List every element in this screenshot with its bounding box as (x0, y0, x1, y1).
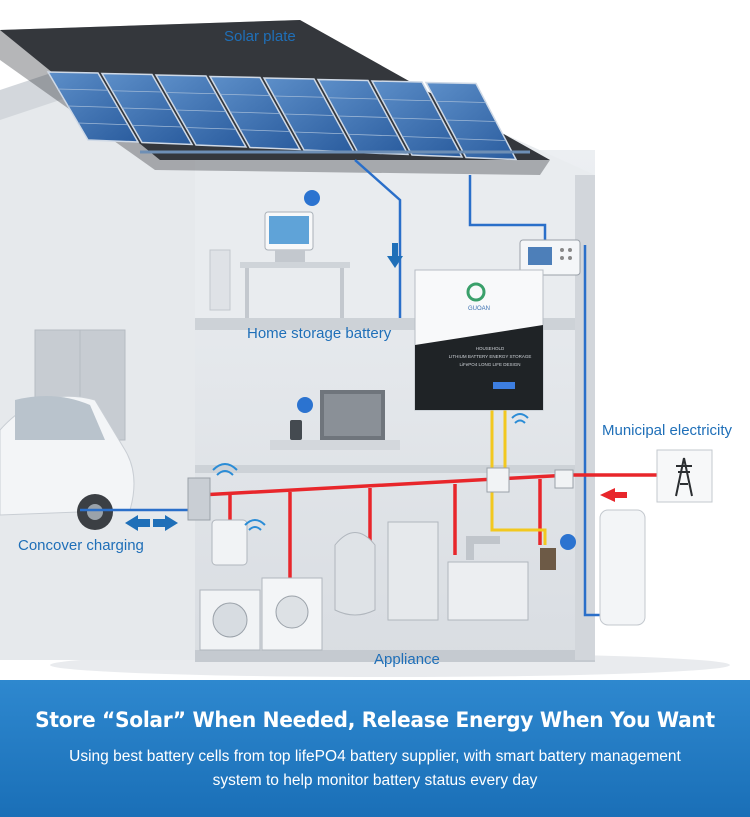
battery-label-1: HOUSEHOLD (476, 346, 505, 351)
electric-car (0, 395, 135, 530)
bidirectional-arrow-icon (125, 515, 178, 531)
solar-panel-gridline (219, 93, 271, 96)
globe-icon (297, 190, 576, 550)
solar-panel-gridline (445, 119, 497, 122)
label-municipal-electricity: Municipal electricity (602, 422, 733, 439)
solar-panel-gridline (455, 138, 507, 141)
upstairs-furniture (209, 211, 350, 318)
solar-panel-gridline (381, 99, 433, 102)
solar-panel-gridline (175, 109, 227, 112)
solar-panel-gridline (165, 92, 217, 95)
solar-panel-gridline (239, 129, 291, 132)
solar-panel-gridline (131, 124, 183, 128)
banner-description-line-1: Using best battery cells from top lifePO… (69, 748, 681, 765)
banner-headline: Store “Solar” When Needed, Release Energ… (35, 708, 715, 732)
tv-unit (270, 390, 400, 450)
charging-junction-box (187, 477, 211, 521)
solar-panel-array (46, 71, 518, 161)
wifi-icon (212, 413, 529, 531)
municipal-grid (599, 449, 713, 626)
solar-panel-gridline (401, 136, 453, 139)
label-concover-charging: Concover charging (18, 537, 144, 554)
solar-panel-gridline (77, 122, 129, 126)
solar-panel-gridline (57, 88, 109, 91)
meter-box (554, 469, 574, 489)
home-storage-battery-cabinet: GUOAN HOUSEHOLD LITHIUM BATTERY ENERGY S… (414, 269, 544, 411)
appliances (199, 519, 556, 651)
label-solar-plate: Solar plate (224, 28, 296, 45)
solar-panel-gridline (347, 133, 399, 137)
promo-banner: Store “Solar” When Needed, Release Energ… (0, 680, 750, 817)
solar-panel-gridline (67, 105, 119, 108)
solar-panel-gridline (337, 115, 389, 118)
solar-panel-gridline (391, 117, 443, 120)
down-arrow-icon (387, 243, 403, 268)
solar-panel-gridline (273, 95, 325, 98)
solar-panel-gridline (229, 111, 281, 114)
label-appliance: Appliance (374, 651, 440, 668)
solar-panel-gridline (111, 90, 163, 93)
battery-brand: GUOAN (468, 306, 490, 312)
label-home-storage-battery: Home storage battery (247, 325, 392, 342)
grid-inflow-arrow (600, 488, 615, 502)
breaker-box (486, 467, 510, 493)
banner-description: Using best battery cells from top lifePO… (0, 745, 750, 793)
banner-description-line-2: system to help monitor battery status ev… (212, 772, 538, 789)
solar-panel-gridline (293, 131, 345, 135)
battery-label-3: LiFePO4 LONG LIFE DESIGN (459, 362, 520, 367)
solar-panel-gridline (121, 107, 173, 110)
solar-panel-gridline (327, 97, 379, 100)
battery-label-2: LITHIUM BATTERY ENERGY STORAGE (449, 354, 532, 359)
solar-panel-gridline (283, 113, 335, 116)
solar-storage-diagram: GUOAN HOUSEHOLD LITHIUM BATTERY ENERGY S… (0, 20, 730, 677)
solar-panel-gridline (185, 127, 237, 130)
inverter-unit (519, 239, 581, 276)
solar-panel-gridline (435, 100, 487, 103)
